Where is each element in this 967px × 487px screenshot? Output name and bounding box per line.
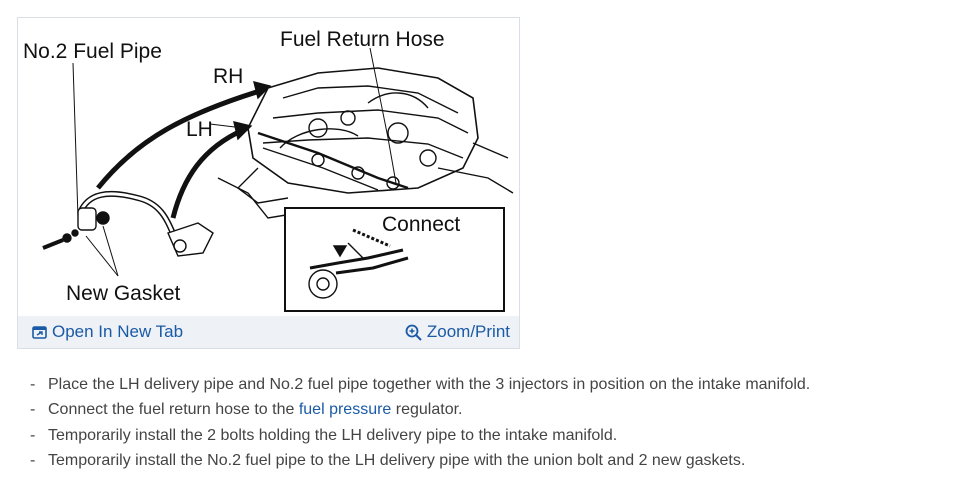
inset-detail-box: [284, 207, 505, 312]
instruction-list: -Place the LH delivery pipe and No.2 fue…: [30, 372, 810, 473]
fuel-system-diagram[interactable]: No.2 Fuel Pipe Fuel Return Hose RH LH Co…: [18, 18, 519, 316]
list-item: -Temporarily install the No.2 fuel pipe …: [30, 448, 810, 473]
label-lh: LH: [186, 118, 213, 141]
list-item: -Temporarily install the 2 bolts holding…: [30, 423, 810, 448]
label-gasket: New Gasket: [66, 282, 181, 305]
label-return-hose: Fuel Return Hose: [280, 28, 445, 51]
open-new-tab-icon: [32, 325, 47, 339]
zoom-in-icon: [405, 324, 422, 341]
zoom-print-label: Zoom/Print: [426, 322, 510, 341]
bullet-dash: -: [30, 451, 36, 469]
open-in-new-tab-link[interactable]: Open In New Tab: [32, 322, 183, 342]
bullet-dash: -: [30, 401, 36, 419]
label-rh: RH: [213, 65, 243, 88]
bullet-dash: -: [30, 376, 36, 393]
card-footer: Open In New Tab Zoom/Print: [18, 316, 519, 348]
label-fuel-pipe: No.2 Fuel Pipe: [23, 40, 162, 63]
list-item: -Place the LH delivery pipe and No.2 fue…: [30, 372, 810, 397]
step-text: Temporarily install the No.2 fuel pipe t…: [48, 451, 746, 469]
figure-card: No.2 Fuel Pipe Fuel Return Hose RH LH Co…: [17, 17, 520, 349]
list-item: -Connect the fuel return hose to the fue…: [30, 397, 810, 422]
step-text: Connect the fuel return hose to the: [48, 401, 299, 419]
fuel-pressure-link[interactable]: fuel pressure: [298, 401, 392, 419]
step-text: regulator.: [391, 401, 463, 419]
open-in-new-tab-label: Open In New Tab: [52, 322, 184, 341]
zoom-print-link[interactable]: Zoom/Print: [405, 322, 510, 342]
label-connect: Connect: [382, 213, 460, 236]
step-text: Temporarily install the 2 bolts holding …: [48, 426, 618, 444]
bullet-dash: -: [30, 426, 36, 444]
step-text: Place the LH delivery pipe and No.2 fuel…: [48, 376, 811, 393]
